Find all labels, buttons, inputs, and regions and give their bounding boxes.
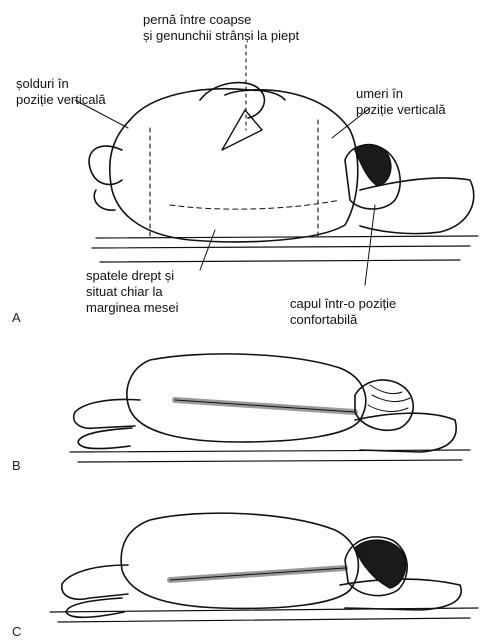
panel-b-body xyxy=(127,354,366,442)
panel-a-knee-pillow xyxy=(222,110,262,150)
panel-b-drawing xyxy=(70,354,470,462)
pillow-label: pernă între coapse și genunchii strânși … xyxy=(143,12,299,44)
head-label: capul într-o poziție confortabilă xyxy=(290,296,396,328)
panel-b-head xyxy=(355,380,413,430)
panel-c-drawing xyxy=(50,513,478,622)
panel-a-knees xyxy=(200,83,264,118)
panel-a-feet xyxy=(89,146,122,210)
panel-a-head-pillow xyxy=(360,178,474,234)
shoulders-label: umeri în poziție verticală xyxy=(356,86,446,118)
back-label: spatele drept și situat chiar la margine… xyxy=(86,268,179,316)
panel-a-body xyxy=(110,89,358,242)
panel-label-b: B xyxy=(12,458,21,473)
panel-c-body xyxy=(121,513,358,608)
panel-label-a: A xyxy=(12,310,21,325)
panel-label-c: C xyxy=(12,624,21,639)
hips-label: șolduri în poziție verticală xyxy=(16,76,106,108)
panel-a-drawing xyxy=(75,45,478,285)
